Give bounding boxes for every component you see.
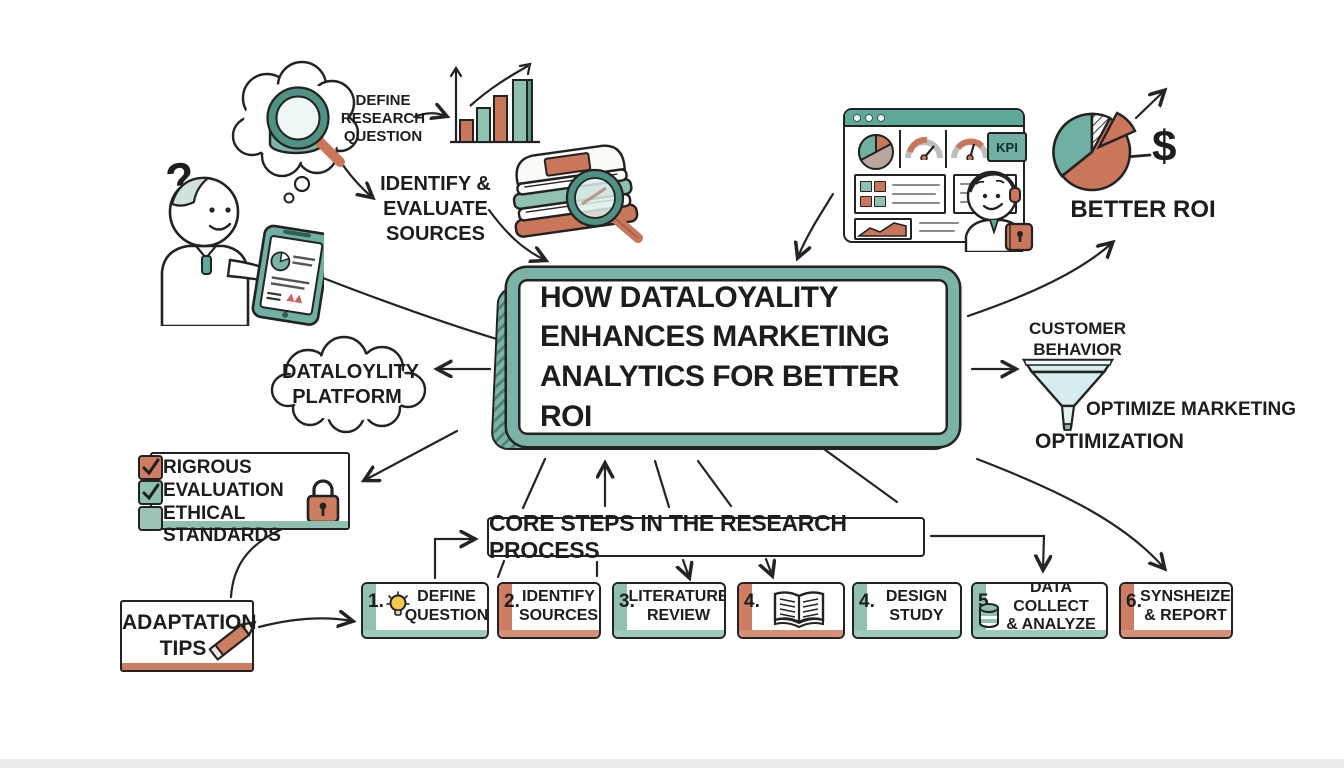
lightbulb-icon	[386, 591, 410, 616]
gauge-icon	[951, 138, 989, 160]
optimize-marketing-label: OPTIMIZE MARKETING	[1086, 399, 1297, 420]
platform-cloud-shape	[270, 335, 427, 434]
step-box-4-design: 4. DESIGN STUDY	[852, 582, 962, 639]
checklist-text: RIGROUS EVALUATION ETHICAL STANDARDS	[163, 457, 284, 547]
dashboard-titlebar	[845, 110, 1023, 127]
growth-bar-chart-icon	[449, 62, 540, 144]
pencil-icon	[208, 620, 257, 661]
step-number: 1.	[368, 591, 384, 612]
standards-checklist: RIGROUS EVALUATION ETHICAL STANDARDS	[138, 452, 350, 546]
step-accent	[739, 630, 843, 637]
customer-behavior-label: CUSTOMER BEHAVIOR	[1029, 319, 1126, 360]
step-number: 2.	[504, 591, 520, 612]
step-accent	[363, 584, 376, 637]
optimization-label: OPTIMIZATION	[1035, 430, 1184, 453]
window-dot-icon	[853, 114, 861, 122]
step-accent	[1121, 584, 1134, 637]
core-steps-header-box: CORE STEPS IN THE RESEARCH PROCESS	[487, 510, 925, 563]
step-box-3: 3. LITERATURE REVIEW	[612, 582, 726, 639]
main-title-box: HOW DATALOYALITY ENHANCES MARKETING ANAL…	[507, 268, 959, 446]
step-label: LITERATURE REVIEW	[628, 588, 726, 624]
person-with-tablet-illustration	[160, 176, 324, 326]
gauge-icon	[905, 136, 943, 160]
step-accent	[499, 630, 599, 637]
step-number: 3.	[619, 591, 635, 612]
step-accent	[614, 630, 724, 637]
step-accent	[614, 584, 627, 637]
window-dot-icon	[877, 114, 885, 122]
adaptation-tips-label: ADAPTATION TIPS	[122, 611, 257, 661]
step-label: DESIGN STUDY	[885, 588, 948, 624]
adaptation-tips-box: ADAPTATION TIPS	[120, 600, 257, 672]
step-accent	[499, 584, 512, 637]
page-edge-strip	[0, 759, 1344, 768]
step-accent	[854, 630, 960, 637]
books-magnifier-icon	[512, 144, 643, 243]
platform-cloud-label: DATALOYLITY PLATFORM	[282, 361, 420, 408]
step-accent	[854, 584, 867, 637]
step-label: DEFINE QUESTION	[404, 588, 489, 624]
dashboard-chart-panel	[854, 218, 912, 240]
thought-bubble-magnifier-icon	[231, 60, 360, 204]
checkbox-empty	[138, 506, 163, 531]
kpi-chip: KPI	[987, 132, 1027, 162]
step-number: 6.	[1126, 591, 1142, 612]
step-accent	[363, 630, 487, 637]
step-accent	[739, 584, 752, 637]
identify-evaluate-sources-label: IDENTIFY & EVALUATE SOURCES	[380, 173, 491, 245]
database-icon	[979, 603, 999, 628]
checkbox-checked	[138, 455, 163, 480]
main-title: HOW DATALOYALITY ENHANCES MARKETING ANAL…	[540, 280, 899, 433]
step-label: IDENTIFY SOURCES	[518, 588, 599, 624]
step-accent	[1121, 630, 1231, 637]
step-label: SYNSHEIZE & REPORT	[1140, 588, 1231, 624]
window-dot-icon	[865, 114, 873, 122]
dashboard-panel	[854, 174, 946, 214]
step-box-1: 1. DEFINE QUESTION	[361, 582, 489, 639]
core-steps-title: CORE STEPS IN THE RESEARCH PROCESS	[489, 510, 847, 563]
step-box-2: 2. IDENTIFY SOURCES	[497, 582, 601, 639]
analyst-with-headset-illustration	[964, 170, 1034, 252]
define-research-question-label: DEFINE RESEARCH QUESTION	[340, 92, 426, 145]
better-roi-label: BETTER ROI	[1070, 196, 1216, 223]
step-accent	[973, 630, 1106, 637]
funnel-icon	[1021, 358, 1115, 431]
checkbox-checked	[138, 480, 163, 505]
step-number: 4.	[859, 591, 875, 612]
roi-pie-chart-icon	[1052, 111, 1137, 192]
step-label: DATA COLLECT & ANALYZE	[1006, 582, 1096, 634]
dollar-sign: $	[1152, 122, 1177, 171]
step-number: 4.	[744, 591, 760, 612]
step-box-6: 6. SYNSHEIZE & REPORT	[1119, 582, 1233, 639]
step-box-5: 5. DATA COLLECT & ANALYZE	[971, 582, 1108, 639]
step-box-4-book: 4.	[737, 582, 845, 639]
dashboard-pie-icon	[858, 133, 894, 170]
open-book-icon	[773, 591, 825, 629]
